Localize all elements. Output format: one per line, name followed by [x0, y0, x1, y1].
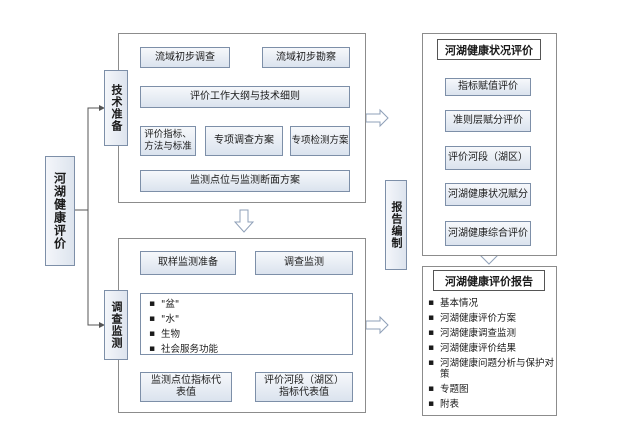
eval-step-box: 河湖健康综合评价 [445, 221, 531, 246]
monitoring-points-plan-box: 监测点位与监测断面方案 [140, 170, 350, 192]
report-item: 河湖健康调查监测 [426, 328, 554, 339]
survey-items-box: "盆" "水" 生物 社会服务功能 [140, 293, 353, 355]
report-items: 基本情况 河湖健康评价方案 河湖健康调查监测 河湖健康评价结果 河湖健康问题分析… [426, 298, 554, 414]
special-testing-plan-box: 专项检测方案 [290, 126, 350, 156]
root-node-label: 河湖健康评价 [52, 172, 67, 250]
eval-step-box: 评价河段（湖区） [445, 146, 531, 170]
survey-item: "盆" [147, 299, 348, 310]
eval-step-box: 河湖健康状况赋分 [445, 183, 531, 206]
report-item: 河湖健康评价方案 [426, 313, 554, 324]
root-node-river-lake-health-evaluation: 河湖健康评价 [45, 156, 75, 266]
work-outline-box: 评价工作大纲与技术细则 [140, 86, 350, 108]
survey-item: 生物 [147, 329, 348, 340]
report-compilation-label: 报告编制 [385, 180, 407, 270]
eval-step-box: 准则层赋分评价 [445, 110, 531, 132]
health-eval-panel [422, 33, 557, 256]
health-eval-title: 河湖健康状况评价 [437, 39, 541, 60]
report-item: 专题图 [426, 384, 554, 395]
survey-item: "水" [147, 314, 348, 325]
initial-basin-reconnaissance-box: 流域初步勘察 [262, 47, 350, 68]
report-item: 基本情况 [426, 298, 554, 309]
report-title: 河湖健康评价报告 [433, 270, 545, 291]
eval-step-box: 指标赋值评价 [445, 78, 531, 96]
sampling-prep-box: 取样监测准备 [140, 251, 236, 275]
survey-item: 社会服务功能 [147, 344, 348, 355]
report-item: 河湖健康问题分析与保护对策 [426, 358, 554, 380]
report-item: 河湖健康评价结果 [426, 343, 554, 354]
section-indicator-values-box: 评价河段（湖区）指标代表值 [255, 372, 353, 402]
point-indicator-values-box: 监测点位指标代表值 [140, 372, 232, 402]
indicator-method-standard-box: 评价指标、方法与标准 [140, 126, 196, 156]
tech-prep-label: 技术准备 [104, 70, 128, 146]
report-item: 附表 [426, 399, 554, 410]
initial-basin-survey-box: 流域初步调查 [140, 47, 230, 68]
monitoring-box: 调查监测 [255, 251, 353, 275]
survey-label: 调查监测 [104, 290, 128, 360]
special-survey-plan-box: 专项调查方案 [205, 126, 283, 156]
